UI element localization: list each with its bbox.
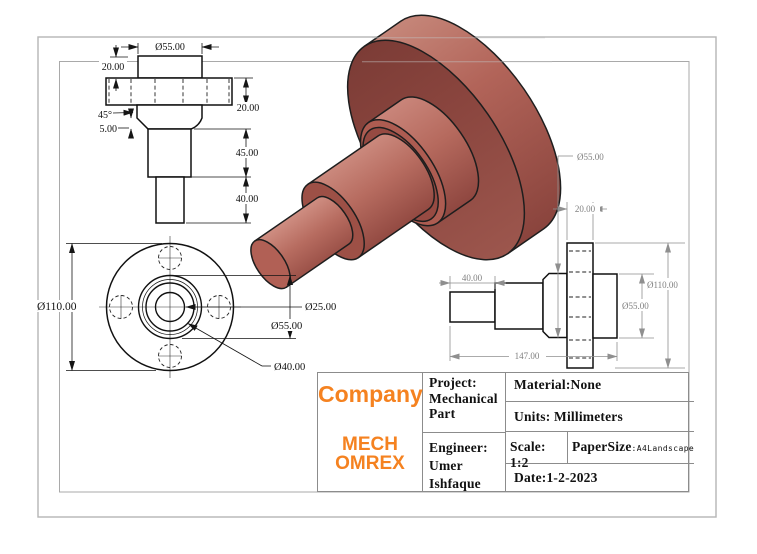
brand-line1: MECH xyxy=(342,434,398,455)
front-shaft-circle xyxy=(154,291,186,323)
side-top-boss xyxy=(137,55,203,79)
dim-label: 45° xyxy=(98,110,112,121)
title-block-right-column: Material:None Units: Millimeters Scale: … xyxy=(506,373,695,491)
papersize-label: PaperSize xyxy=(572,439,632,455)
shaft-end-cap xyxy=(250,239,291,290)
papersize-cell: PaperSize:A4Landscape xyxy=(568,432,694,463)
side-hub-chamfer xyxy=(136,104,203,130)
side-shaft xyxy=(155,176,185,224)
papersize-value: :A4Landscape xyxy=(631,444,695,454)
dim-label: Ø110.00 xyxy=(37,301,77,313)
side-step-cyl xyxy=(147,128,192,178)
brand-line2: OMREX xyxy=(335,453,405,474)
isometric-3d-view xyxy=(250,14,562,290)
dim-label: Ø55.00 xyxy=(155,42,185,53)
dim-label: 40.00 xyxy=(462,273,483,283)
front-bolt-centermarks xyxy=(120,257,220,357)
project-line2: Part xyxy=(429,406,456,421)
profile-shaft xyxy=(449,291,496,323)
project-label: Project: xyxy=(429,375,477,390)
profile-hub-chamfer xyxy=(542,272,568,339)
front-dim-labels: Ø110.00 Ø25.00 Ø55.00 Ø40.00 xyxy=(36,300,336,373)
engineer-line1: Umer xyxy=(429,458,463,473)
engineer-cell: Engineer: Umer Ishfaque xyxy=(423,433,505,491)
scale-row: Scale: 1:2 PaperSize:A4Landscape xyxy=(506,432,695,470)
scale-cell: Scale: 1:2 xyxy=(506,432,568,470)
profile-flange xyxy=(566,242,594,369)
dim-label: Ø110.00 xyxy=(647,280,678,290)
brand-name: MECH OMREX xyxy=(318,435,422,473)
side-dim-lines xyxy=(110,43,253,224)
company-name: Company xyxy=(318,381,423,407)
profile-step-cyl xyxy=(494,282,544,330)
dim-label: Ø55.00 xyxy=(271,321,302,332)
project-line1: Mechanical xyxy=(429,390,498,406)
profile-rear-boss xyxy=(592,273,618,339)
side-view: Ø55.00 20.00 20.00 45° 5.00 45.00 40.00 xyxy=(98,41,263,224)
units-cell: Units: Millimeters xyxy=(506,402,695,433)
dim-label: Ø55.00 xyxy=(622,301,649,311)
engineer-label: Engineer: xyxy=(429,440,488,455)
side-flange xyxy=(105,77,233,106)
project-cell: Project: Mechanical Part xyxy=(423,373,505,433)
dim-label: 5.00 xyxy=(100,124,118,135)
engineer-line2: Ishfaque xyxy=(429,476,481,491)
dim-label: 147.00 xyxy=(515,351,540,361)
title-block-mid-column: Project: Mechanical Part Engineer: Umer … xyxy=(423,373,506,491)
dim-label: 20.00 xyxy=(102,62,125,73)
dim-label: 20.00 xyxy=(237,103,260,114)
title-block: Company MECH OMREX Project: Mechanical P… xyxy=(317,372,695,492)
dim-label: 40.00 xyxy=(236,194,259,205)
profile-dim-labels: Ø55.00 20.00 40.00 Ø110.00 Ø55.00 147.00 xyxy=(458,152,687,361)
dim-label: 45.00 xyxy=(236,148,259,159)
date-cell: Date:1-2-2023 xyxy=(514,470,598,486)
border-overlay-lines xyxy=(362,37,552,63)
dim-label: Ø55.00 xyxy=(577,152,604,162)
title-block-company-cell: Company MECH OMREX xyxy=(318,373,423,491)
dim-label: 20.00 xyxy=(575,204,596,214)
front-view: Ø110.00 Ø25.00 Ø55.00 Ø40.00 xyxy=(36,236,336,378)
dim-label: Ø40.00 xyxy=(274,362,305,373)
side-dim-labels: Ø55.00 20.00 20.00 45° 5.00 45.00 40.00 xyxy=(98,41,263,205)
material-cell: Material:None xyxy=(506,373,695,402)
profile-view: Ø55.00 20.00 40.00 Ø110.00 Ø55.00 147.00 xyxy=(439,152,687,369)
dim-label: Ø25.00 xyxy=(305,302,336,313)
